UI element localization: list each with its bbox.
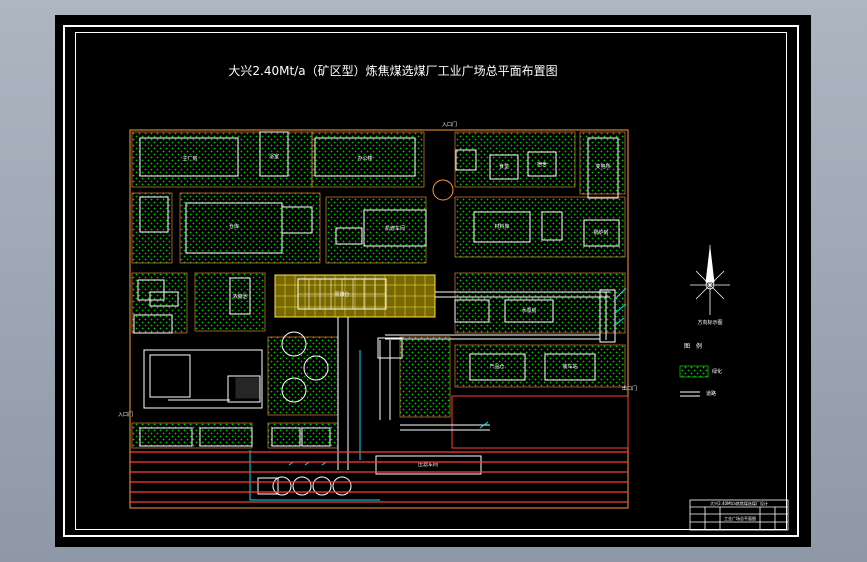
svg-text:原煤仓: 原煤仓 [334,291,349,298]
pipeline-markers [249,287,627,501]
legend-road-label: 道路 [706,390,716,397]
thickener-tanks [272,179,454,496]
legend-green-label: 绿化 [712,368,722,375]
svg-text:变电所: 变电所 [595,163,610,170]
drawing-frame [63,25,799,537]
svg-text:主厂房: 主厂房 [182,155,197,162]
title-block-mid: 工业广场总平面图 [724,515,756,521]
svg-text:产品仓: 产品仓 [489,363,504,370]
svg-text:水泵房: 水泵房 [521,307,536,314]
site-boundary [129,129,629,509]
drawing-inner-border [75,32,787,530]
svg-text:仓库: 仓库 [229,223,239,230]
coal-yard-grid [274,274,436,318]
gates: 入口门 出口门 入口门 [118,121,637,418]
svg-text:机修车间: 机修车间 [385,225,405,232]
drawing-title: 大兴2.40Mt/a（矿区型）炼焦煤选煤厂工业广场总平面布置图 [228,63,557,78]
buildings [133,131,629,495]
svg-text:材料库: 材料库 [494,223,509,230]
title-block-top: 大兴2.40Mt/a炼焦煤选煤厂设计 [710,500,768,506]
svg-text:浴室: 浴室 [269,153,279,160]
svg-text:宿舍: 宿舍 [537,161,547,168]
north-arrow-label: 方向标示图 [697,319,722,326]
svg-text:装车站: 装车站 [562,363,577,370]
svg-text:压滤车间: 压滤车间 [418,461,438,468]
north-arrow-icon [690,245,730,315]
svg-text:入口门: 入口门 [442,121,457,128]
railway-tracks [130,451,628,503]
svg-text:浓缩池: 浓缩池 [232,293,247,300]
svg-text:办公楼: 办公楼 [357,155,372,162]
building-labels: 主厂房 办公楼 浴室 食堂 宿舍 变电所 仓库 机修车间 材料库 锅炉房 浓缩池… [182,153,610,468]
svg-text:出口门: 出口门 [622,385,637,392]
conveyors [168,291,610,470]
legend-heading: 图 例 [684,342,702,350]
svg-text:入口门: 入口门 [118,411,133,418]
legend-green-swatch [679,365,709,378]
svg-text:食堂: 食堂 [499,163,509,170]
title-block [689,499,789,531]
svg-text:锅炉房: 锅炉房 [593,229,608,236]
